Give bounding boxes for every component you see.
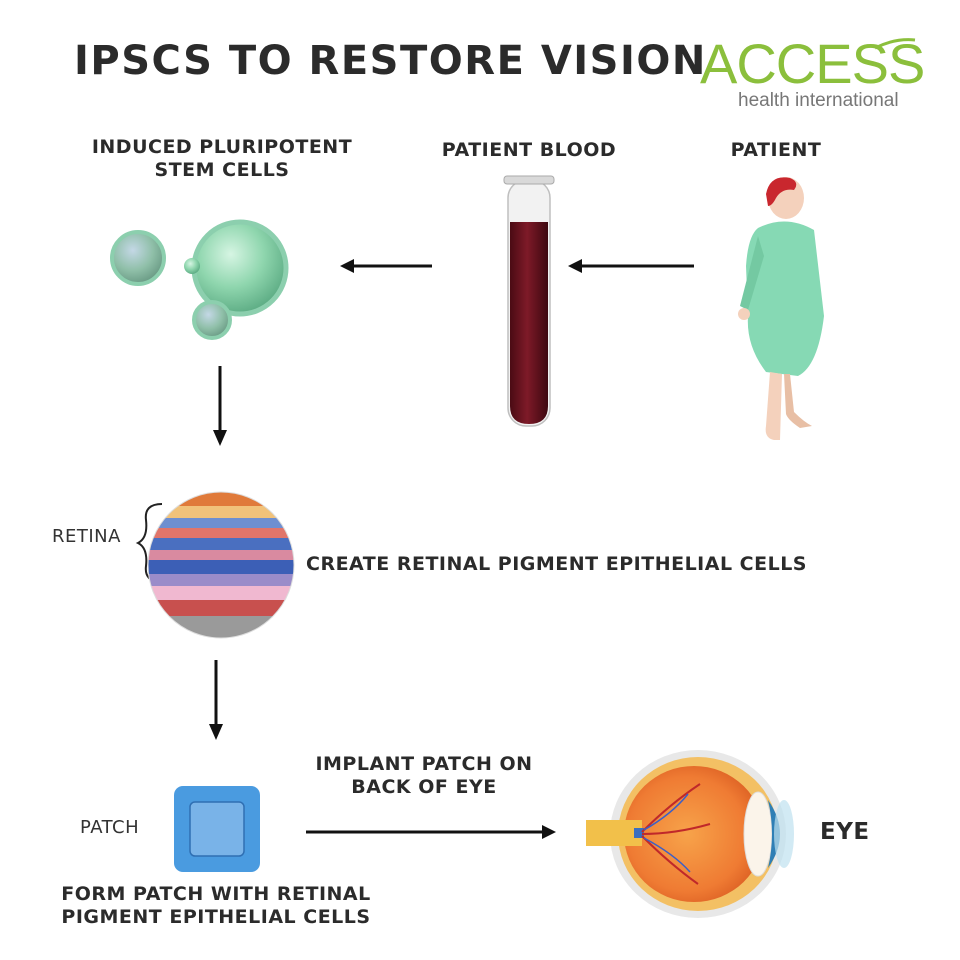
- patch-label: PATCH: [80, 817, 140, 838]
- arrow-cells-to-retina: [213, 366, 227, 446]
- blood-tube-icon: [503, 175, 555, 427]
- logo-wordmark: ACCESS: [700, 32, 925, 95]
- retina-bracket-icon: [135, 503, 163, 583]
- retina-cross-section-icon: [147, 491, 295, 639]
- create-rpe-label: CREATE RETINAL PIGMENT EPITHELIAL CELLS: [306, 553, 807, 575]
- eye-label: EYE: [820, 819, 870, 845]
- patient-blood-label: PATIENT BLOOD: [441, 139, 617, 161]
- patient-figure-icon: [738, 177, 824, 440]
- eye-anatomy-icon: [586, 750, 794, 918]
- logo-swoosh-icon: [874, 38, 916, 50]
- arrow-blood-to-cells: [340, 259, 432, 273]
- stem-cells-icon: [110, 219, 289, 340]
- page-title: IPSCS TO RESTORE VISION: [74, 38, 707, 84]
- ipsc-label: INDUCED PLURIPOTENT STEM CELLS: [91, 136, 353, 181]
- retina-label: RETINA: [52, 526, 121, 547]
- arrow-patient-to-blood: [568, 259, 694, 273]
- implant-label: IMPLANT PATCH ON BACK OF EYE: [315, 753, 533, 798]
- arrow-patch-to-eye: [306, 825, 556, 839]
- form-patch-label: FORM PATCH WITH RETINAL PIGMENT EPITHELI…: [61, 883, 371, 928]
- arrow-retina-to-patch: [209, 660, 223, 740]
- patch-icon: [174, 786, 260, 872]
- logo-tagline: health international: [738, 90, 899, 111]
- patient-label: PATIENT: [730, 139, 822, 161]
- access-logo: ACCESS health international: [700, 36, 925, 112]
